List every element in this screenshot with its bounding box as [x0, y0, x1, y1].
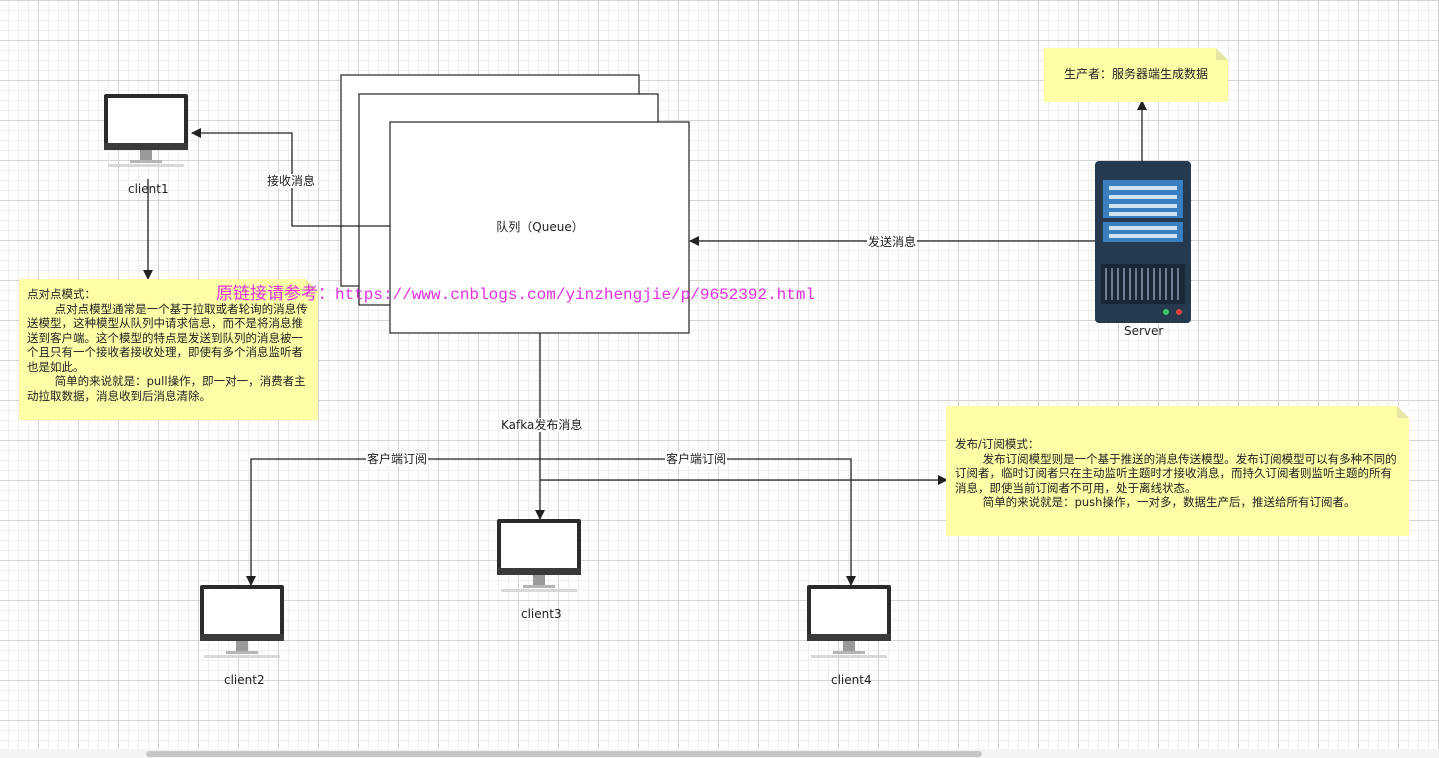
pubsub-note-para2: 简单的来说就是：push操作，一对多，数据生产后，推送给所有订阅者。	[982, 495, 1356, 509]
client1-label: client1	[128, 182, 169, 196]
client4-label: client4	[831, 673, 872, 687]
p2p-note[interactable]: 点对点模式： 点对点模型通常是一个基于拉取或者轮询的消息传送模型，这种模型从队列…	[19, 279, 318, 420]
client2-monitor-icon[interactable]	[200, 585, 284, 658]
edge-label-subscribe-left: 客户端订阅	[366, 452, 429, 466]
producer-note-text: 生产者：服务器端生成数据	[1064, 67, 1209, 81]
pubsub-note[interactable]: 发布/订阅模式： 发布订阅模型则是一个基于推送的消息传送模型。发布订阅模型可以有…	[946, 406, 1409, 536]
watermark-url[interactable]: https://www.cnblogs.com/yinzhengjie/p/96…	[335, 286, 816, 304]
client1-monitor-icon[interactable]	[104, 94, 188, 167]
queue-stack[interactable]	[340, 74, 690, 334]
p2p-note-para2: 简单的来说就是：pull操作，即一对一，消费者主动拉取数据，消息收到后消息清除。	[27, 374, 306, 403]
queue-title: 队列（Queue）	[496, 220, 584, 234]
edge-label-kafka-publish: Kafka发布消息	[500, 418, 584, 432]
client2-label: client2	[224, 673, 265, 687]
edge-label-receive: 接收消息	[266, 174, 317, 188]
edge-subscribe-left[interactable]	[246, 458, 540, 586]
watermark-link[interactable]: 原链接请参考：https://www.cnblogs.com/yinzhengj…	[216, 279, 815, 304]
edge-label-subscribe-right: 客户端订阅	[665, 452, 728, 466]
server-icon[interactable]	[1095, 161, 1191, 323]
pubsub-note-title: 发布/订阅模式：	[955, 437, 1040, 451]
edge-subscribe-right[interactable]	[540, 458, 856, 586]
horizontal-scrollbar-thumb[interactable]	[146, 751, 982, 757]
p2p-note-title: 点对点模式：	[27, 287, 96, 301]
client3-monitor-icon[interactable]	[497, 519, 581, 592]
pubsub-note-para1: 发布订阅模型则是一个基于推送的消息传送模型。发布订阅模型可以有多种不同的订阅者，…	[955, 451, 1397, 495]
client3-label: client3	[521, 607, 562, 621]
client4-monitor-icon[interactable]	[807, 585, 891, 658]
queue-box[interactable]	[389, 121, 690, 334]
watermark-prefix: 原链接请参考：	[216, 284, 335, 303]
p2p-note-para1: 点对点模型通常是一个基于拉取或者轮询的消息传送模型，这种模型从队列中请求信息，而…	[27, 301, 308, 374]
producer-note[interactable]: 生产者：服务器端生成数据	[1044, 48, 1228, 102]
edge-label-send: 发送消息	[867, 235, 918, 249]
server-label: Server	[1124, 324, 1164, 338]
